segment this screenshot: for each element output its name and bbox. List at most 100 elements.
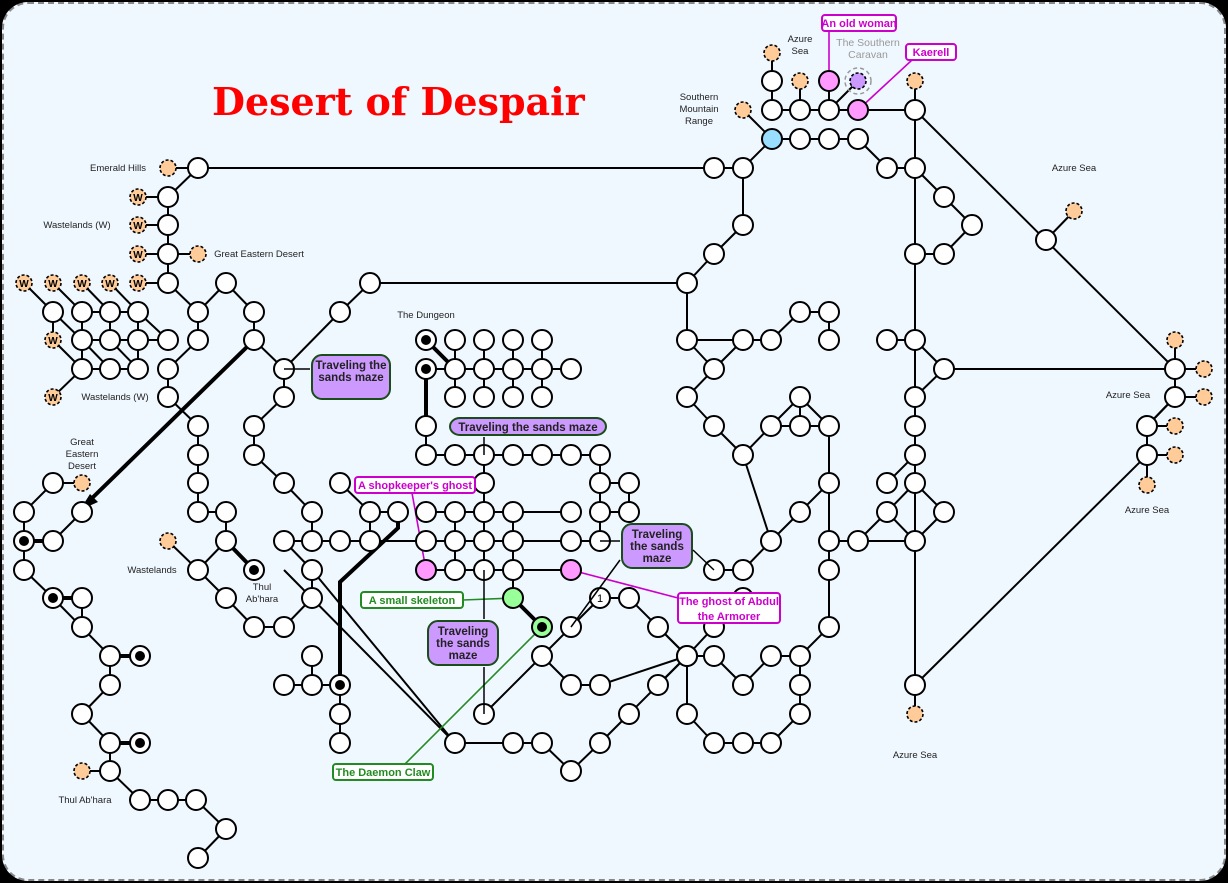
room-node[interactable]: [99, 732, 121, 754]
room-node[interactable]: [99, 674, 121, 696]
room-node[interactable]: [187, 847, 209, 869]
room-node[interactable]: [560, 358, 582, 380]
room-node[interactable]: [676, 645, 698, 667]
room-node[interactable]: [818, 616, 840, 638]
room-node[interactable]: [473, 501, 495, 523]
room-node[interactable]: [444, 530, 466, 552]
npc-room-node[interactable]: [415, 559, 437, 581]
npc-box-old-woman[interactable]: [821, 14, 897, 32]
room-node[interactable]: [560, 674, 582, 696]
room-node[interactable]: [876, 329, 898, 351]
maze-label[interactable]: Traveling the sands maze: [458, 422, 597, 434]
room-node[interactable]: [187, 415, 209, 437]
room-node[interactable]: [618, 703, 640, 725]
room-node[interactable]: [127, 358, 149, 380]
room-node[interactable]: [1035, 229, 1057, 251]
room-node[interactable]: [99, 358, 121, 380]
room-node[interactable]: [415, 501, 437, 523]
npc-room-node[interactable]: [818, 70, 840, 92]
room-node[interactable]: [761, 99, 783, 121]
room-node[interactable]: [13, 501, 35, 523]
room-node[interactable]: [444, 732, 466, 754]
room-node[interactable]: [157, 214, 179, 236]
room-node[interactable]: [387, 501, 409, 523]
room-node[interactable]: [531, 645, 553, 667]
room-node[interactable]: [329, 732, 351, 754]
room-node[interactable]: [444, 329, 466, 351]
room-node[interactable]: [760, 530, 782, 552]
room-node[interactable]: [215, 587, 237, 609]
maze-box-maze-3[interactable]: [621, 523, 693, 569]
maze-box-maze-2[interactable]: [449, 417, 607, 436]
room-node[interactable]: [818, 128, 840, 150]
room-node[interactable]: [473, 530, 495, 552]
room-node[interactable]: [818, 99, 840, 121]
room-node[interactable]: [589, 732, 611, 754]
npc-room-node[interactable]: [502, 587, 524, 609]
room-node[interactable]: [703, 732, 725, 754]
room-node[interactable]: [127, 329, 149, 351]
room-node[interactable]: [502, 329, 524, 351]
room-node[interactable]: [444, 501, 466, 523]
room-node[interactable]: [589, 444, 611, 466]
room-node[interactable]: [760, 732, 782, 754]
room-node[interactable]: [127, 301, 149, 323]
room-node[interactable]: [99, 645, 121, 667]
room-node[interactable]: [904, 530, 926, 552]
room-node[interactable]: [157, 386, 179, 408]
room-node[interactable]: [71, 301, 93, 323]
room-node[interactable]: [703, 645, 725, 667]
room-node[interactable]: [876, 501, 898, 523]
npc-room-node[interactable]: [560, 559, 582, 581]
room-node[interactable]: [560, 444, 582, 466]
room-node[interactable]: [71, 358, 93, 380]
room-node[interactable]: [933, 186, 955, 208]
room-node[interactable]: [760, 645, 782, 667]
room-node[interactable]: [761, 70, 783, 92]
room-node[interactable]: [301, 587, 323, 609]
maze-box-maze-1[interactable]: [311, 354, 391, 400]
room-node[interactable]: [904, 99, 926, 121]
room-node[interactable]: [789, 415, 811, 437]
room-node[interactable]: [71, 329, 93, 351]
room-node[interactable]: [818, 415, 840, 437]
room-node[interactable]: [732, 732, 754, 754]
room-node[interactable]: [444, 559, 466, 581]
room-node[interactable]: [531, 444, 553, 466]
room-node[interactable]: [71, 616, 93, 638]
room-node[interactable]: [589, 674, 611, 696]
room-node[interactable]: [732, 444, 754, 466]
room-node[interactable]: [157, 789, 179, 811]
room-node[interactable]: [415, 415, 437, 437]
room-node[interactable]: [243, 415, 265, 437]
room-node[interactable]: [1164, 358, 1186, 380]
room-node[interactable]: [187, 301, 209, 323]
room-node[interactable]: [157, 186, 179, 208]
room-node[interactable]: [703, 358, 725, 380]
room-node[interactable]: [676, 703, 698, 725]
room-node[interactable]: [329, 703, 351, 725]
room-node[interactable]: [359, 501, 381, 523]
room-node[interactable]: [789, 703, 811, 725]
room-node[interactable]: [301, 674, 323, 696]
room-node[interactable]: [560, 760, 582, 782]
room-node[interactable]: [676, 272, 698, 294]
room-node[interactable]: [760, 329, 782, 351]
special-room-node[interactable]: [761, 128, 783, 150]
room-node[interactable]: [185, 789, 207, 811]
room-node[interactable]: [560, 501, 582, 523]
room-node[interactable]: [473, 386, 495, 408]
npc-label[interactable]: Kaerell: [913, 47, 950, 59]
room-node[interactable]: [904, 674, 926, 696]
room-node[interactable]: [157, 272, 179, 294]
npc-label[interactable]: A small skeleton: [369, 595, 456, 607]
room-node[interactable]: [933, 243, 955, 265]
room-node[interactable]: [71, 587, 93, 609]
npc-label[interactable]: An old woman: [821, 18, 896, 30]
room-node[interactable]: [444, 444, 466, 466]
room-node[interactable]: [703, 415, 725, 437]
room-node[interactable]: [789, 645, 811, 667]
room-node[interactable]: [647, 616, 669, 638]
